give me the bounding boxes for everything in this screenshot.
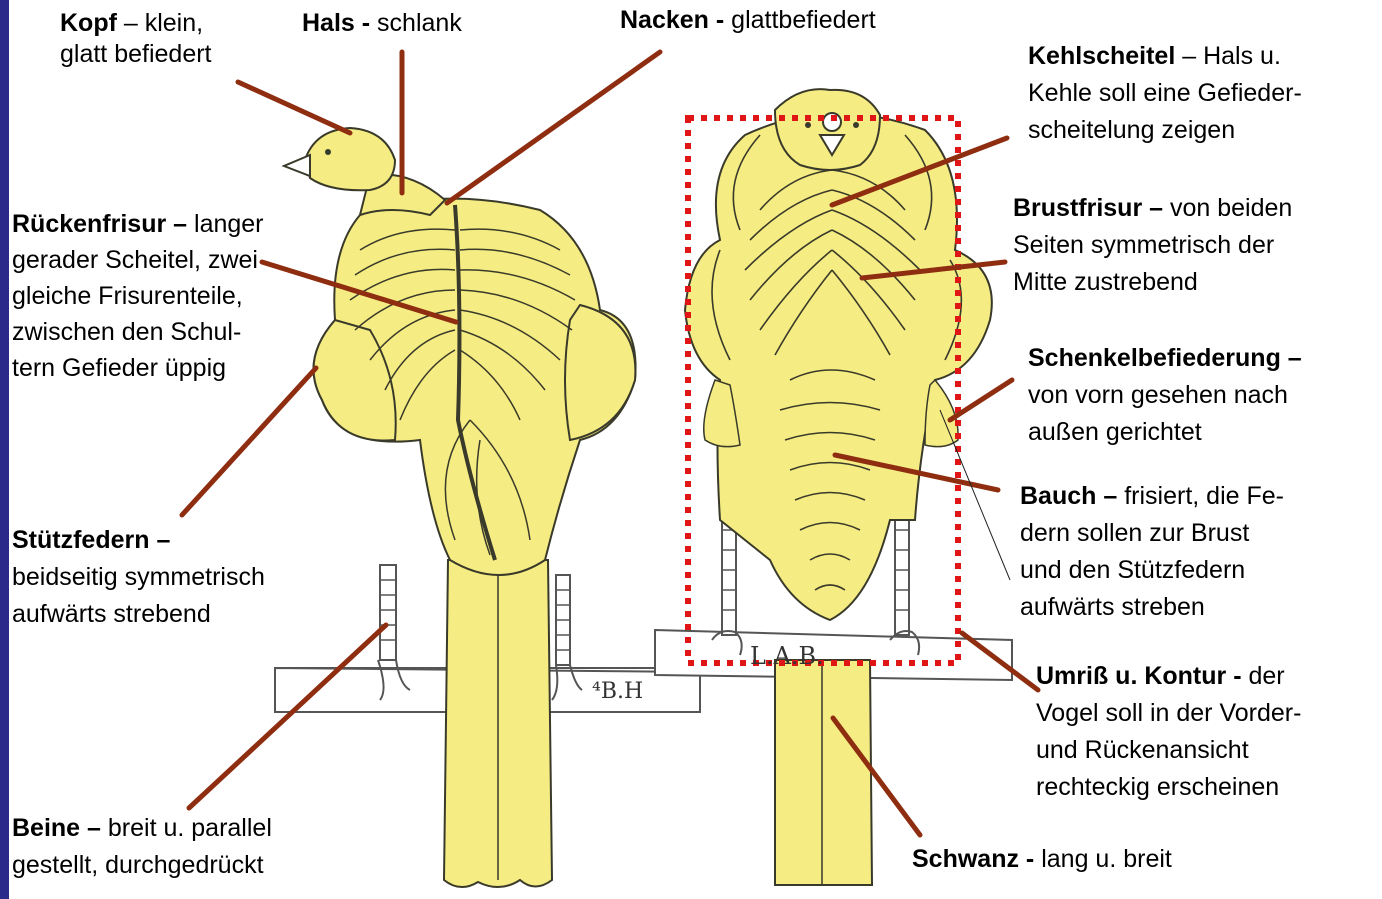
perch-mark-left: ⁴B.H: [592, 679, 643, 704]
label-schenkel: Schenkelbefiederung – von vorn gesehen n…: [1028, 340, 1302, 451]
beak-rear: [284, 155, 310, 176]
label-schwanz: Schwanz - lang u. breit: [912, 844, 1172, 875]
label-kehlscheitel: Kehlscheitel – Hals u. Kehle soll eine G…: [1028, 38, 1302, 149]
leader-beine: [189, 625, 386, 808]
label-brustfrisur: Brustfrisur – von beiden Seiten symmetri…: [1013, 190, 1292, 301]
bird-front-view: [655, 89, 1012, 885]
leg-front-right: [895, 510, 909, 635]
label-nacken: Nacken - glattbefiedert: [620, 5, 876, 36]
label-stuetzfedern: Stützfedern – beidseitig symmetrisch auf…: [12, 522, 265, 633]
tail-front: [775, 660, 872, 885]
label-kopf: Kopf – klein, glatt befiedert: [60, 8, 212, 70]
leader-nacken: [447, 52, 660, 203]
bird-rear-view: [275, 128, 700, 887]
label-rueckenfrisur: Rückenfrisur – langer gerader Scheitel, …: [12, 206, 264, 386]
leader-bauch-thin: [940, 410, 1010, 580]
leader-kopf: [238, 82, 350, 133]
label-kopf-term: Kopf: [60, 9, 117, 37]
label-beine: Beine – breit u. parallel gestellt, durc…: [12, 810, 272, 884]
label-bauch: Bauch – frisiert, die Fe- dern sollen zu…: [1020, 478, 1284, 626]
label-hals: Hals - schlank: [302, 8, 462, 39]
label-umriss: Umriß u. Kontur - der Vogel soll in der …: [1036, 658, 1301, 806]
head-rear: [305, 128, 395, 190]
leader-stuetz: [182, 368, 316, 515]
perch-mark-right: L.A.B.: [750, 642, 824, 670]
